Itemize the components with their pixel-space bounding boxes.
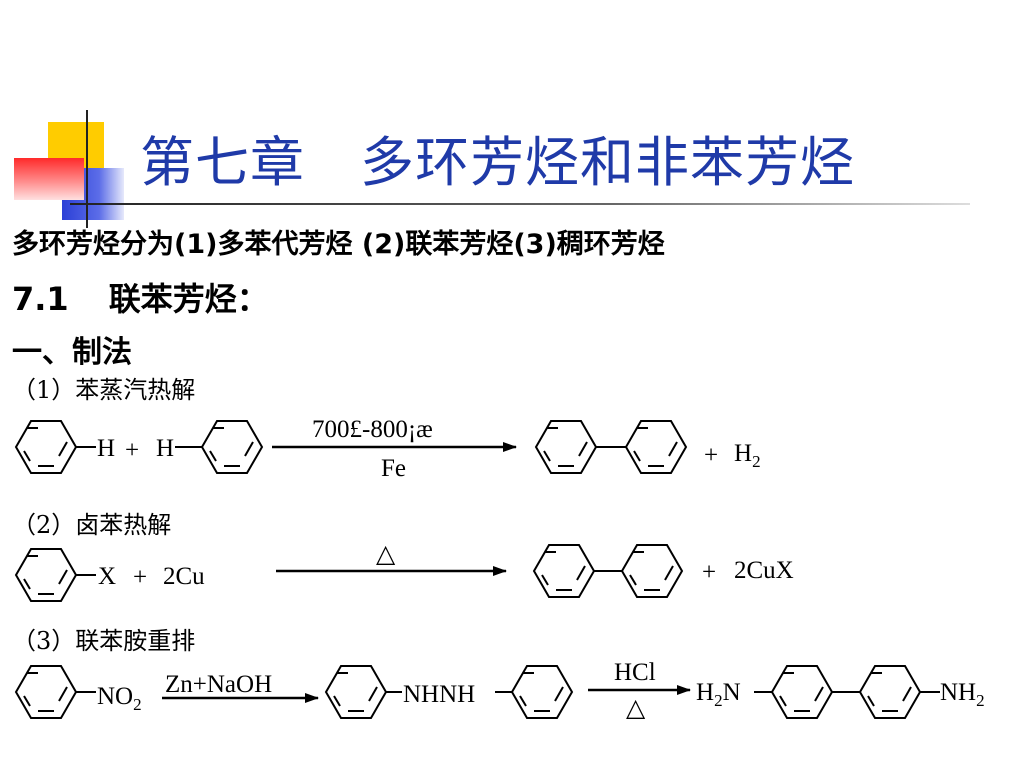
byproduct: 2CuX <box>734 557 794 584</box>
reactant2-group: H <box>156 435 174 462</box>
product-right-group: NH2 <box>940 679 985 710</box>
reaction-3: NO2 Zn+NaOH NHNH HCl △ H2N NH2 <box>15 659 985 722</box>
reaction-2: X + 2Cu △ + 2CuX <box>15 541 794 602</box>
intro-text: 多环芳烃分为(1)多苯代芳烃 (2)联苯芳烃(3)稠环芳烃 <box>12 229 665 260</box>
byproduct-plus: + <box>704 442 718 469</box>
condition-top: 700£-800¡æ <box>312 416 433 443</box>
deco-vertical-line <box>86 110 88 228</box>
condition-bottom: △ <box>626 695 646 722</box>
benzene-ring <box>325 665 387 719</box>
reaction-1: H + H 700£-800¡æ Fe + H2 <box>15 416 761 482</box>
benzene-ring <box>859 665 921 719</box>
page-title: 第七章 多环芳烃和非苯芳烃 <box>140 131 855 194</box>
benzene-ring <box>535 420 597 474</box>
title-rule <box>70 203 970 205</box>
deco-red-square <box>14 158 84 200</box>
reactant1-group: H <box>97 435 115 462</box>
method-2-label: （2）卤苯热解 <box>12 511 172 539</box>
product-left-group: H2N <box>696 679 741 710</box>
condition-top: HCl <box>614 659 656 686</box>
subsection-heading: 一、制法 <box>12 335 132 370</box>
condition-top: △ <box>376 541 396 568</box>
benzene-ring <box>625 420 687 474</box>
reactant-group: NO2 <box>97 683 142 714</box>
benzene-ring <box>15 665 77 719</box>
benzene-ring <box>771 665 833 719</box>
benzene-ring <box>15 548 77 602</box>
benzene-ring <box>511 665 573 719</box>
intermediate-linker: NHNH <box>403 681 475 708</box>
reactant1-group: X <box>98 563 116 590</box>
condition-top: Zn+NaOH <box>165 671 272 698</box>
benzene-ring <box>15 420 77 474</box>
condition-bottom: Fe <box>381 455 406 482</box>
byproduct-plus: + <box>702 559 716 586</box>
plus-sign: + <box>133 564 147 591</box>
benzene-ring <box>533 544 595 598</box>
plus-sign: + <box>125 437 139 464</box>
reagent: 2Cu <box>163 563 205 590</box>
method-3-label: （3）联苯胺重排 <box>12 627 196 655</box>
section-number: 7.1 <box>12 280 69 318</box>
benzene-ring <box>201 420 263 474</box>
section-title: 联苯芳烃： <box>108 280 269 318</box>
section-heading: 7.1 联苯芳烃： <box>12 274 269 320</box>
method-1-label: （1）苯蒸汽热解 <box>12 376 196 404</box>
benzene-ring <box>621 544 683 598</box>
byproduct: H2 <box>734 440 761 471</box>
